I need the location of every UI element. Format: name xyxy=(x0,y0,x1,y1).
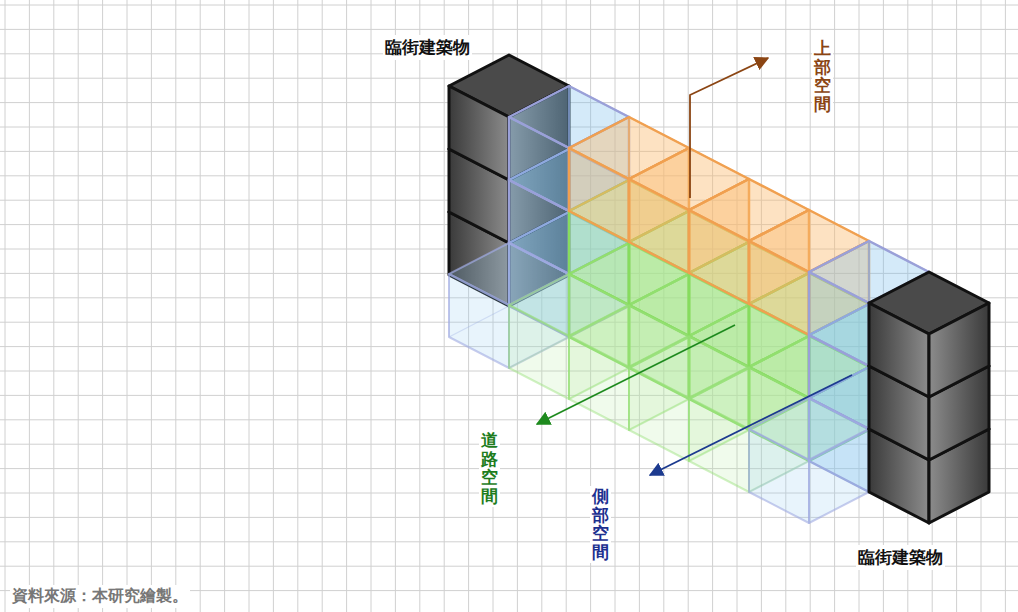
leader-arrow xyxy=(537,325,735,424)
cube-face xyxy=(629,367,689,461)
grid-line xyxy=(224,0,225,612)
cube-face xyxy=(689,210,749,304)
grid-line xyxy=(395,0,396,612)
grid-line xyxy=(1005,0,1006,612)
leader-arrow xyxy=(690,58,768,198)
cube-face xyxy=(509,117,569,211)
grid-line xyxy=(0,29,1018,30)
cube-face xyxy=(869,303,929,397)
space-label: 道路空間 xyxy=(479,430,500,507)
leader-arrow xyxy=(650,375,852,475)
cube-face xyxy=(809,272,869,366)
grid-line xyxy=(78,0,79,612)
cube-face xyxy=(809,429,869,523)
grid-line xyxy=(322,0,323,612)
cube-face xyxy=(449,86,509,180)
grid-line xyxy=(419,0,420,612)
grid-line xyxy=(297,0,298,612)
cube-face xyxy=(449,274,509,368)
cube-face xyxy=(629,179,689,273)
grid-line xyxy=(371,0,372,612)
grid-line xyxy=(175,0,176,612)
cube-face xyxy=(749,429,809,523)
grid-line xyxy=(29,0,30,612)
grid-line xyxy=(151,0,152,612)
space-label: 上部空間 xyxy=(812,38,833,115)
cube-face xyxy=(689,398,749,492)
cube-stack xyxy=(449,55,989,523)
grid-line xyxy=(346,0,347,612)
grid-line xyxy=(53,0,54,612)
grid-line xyxy=(0,541,1018,542)
building-label: 臨街建築物 xyxy=(856,545,945,570)
building-label: 臨街建築物 xyxy=(383,35,472,60)
grid-line xyxy=(0,5,1018,6)
grid-line xyxy=(102,0,103,612)
grid-line xyxy=(444,0,445,612)
grid-line xyxy=(200,0,201,612)
grid-line xyxy=(127,0,128,612)
cube-face xyxy=(509,305,569,399)
cube-face xyxy=(569,148,629,242)
grid-line xyxy=(5,0,6,612)
cube-face xyxy=(749,241,809,335)
space-label: 側部空間 xyxy=(590,486,611,563)
grid-line xyxy=(273,0,274,612)
source-caption: 資料來源：本研究繪製。 xyxy=(10,585,190,608)
arrows xyxy=(537,58,852,475)
cube-face xyxy=(929,303,989,397)
grid-line xyxy=(0,517,1018,518)
grid-line xyxy=(249,0,250,612)
